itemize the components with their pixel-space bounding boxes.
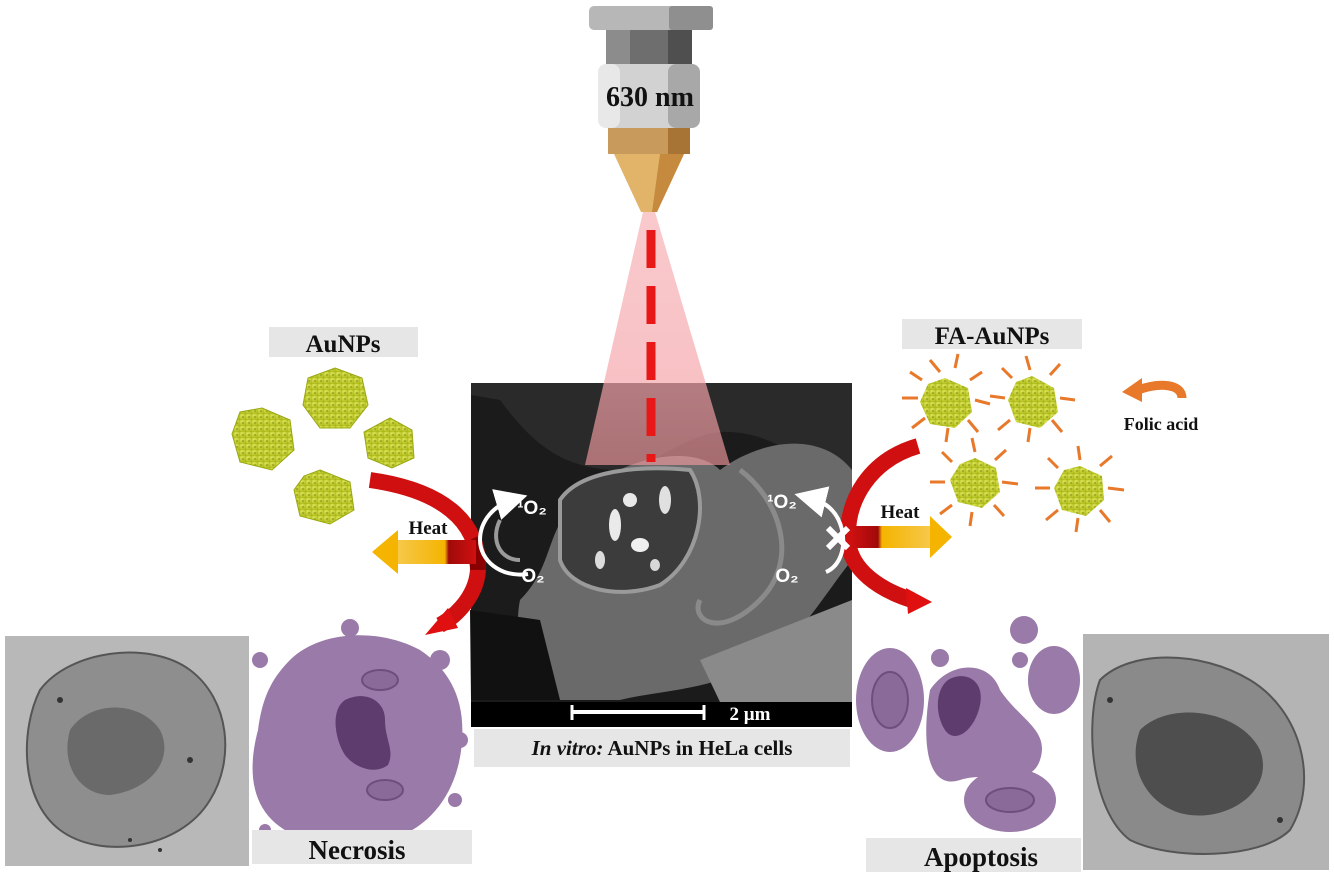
left-heat-arrow (372, 530, 476, 574)
aunps-label: AuNPs (305, 331, 380, 358)
right-oxygen-label: O₂ (775, 566, 798, 587)
apoptosis-tem-photo (1083, 634, 1329, 870)
laser-device (589, 6, 713, 212)
fa-aunps-label: FA-AuNPs (935, 323, 1050, 350)
folic-acid-label: Folic acid (1124, 414, 1199, 434)
left-ros-arrow (477, 489, 529, 577)
caption-box (474, 729, 850, 767)
left-singlet-oxygen-label: ¹O₂ (517, 498, 547, 519)
necrosis-label-box (252, 830, 472, 864)
tem-caption-rest: AuNPs in HeLa cells (603, 736, 792, 760)
fa-aunps-label-box (902, 319, 1082, 349)
scale-bar (570, 705, 706, 720)
right-heat-label: Heat (880, 502, 920, 523)
left-heat-label: Heat (408, 518, 448, 539)
aunp-particles-left (231, 367, 415, 525)
right-heat-arrow (850, 516, 952, 558)
tem-caption: In vitro: AuNPs in HeLa cells (531, 736, 793, 760)
laser-beam (585, 212, 730, 465)
aunps-label-box (269, 327, 418, 357)
folic-acid-arrow (1122, 378, 1187, 402)
necrosis-cell-illustration (252, 619, 468, 846)
apoptosis-label: Apoptosis (924, 842, 1038, 872)
blocked-x-icon (825, 525, 851, 551)
fa-aunp-particles-right (902, 353, 1125, 533)
scale-bar-label: 2 µm (729, 704, 770, 725)
tem-caption-italic: In vitro: (531, 736, 604, 760)
right-singlet-oxygen-label: ¹O₂ (767, 492, 797, 513)
apoptosis-cell-illustration (856, 616, 1080, 832)
apoptosis-label-box (866, 838, 1081, 872)
left-oxygen-label: O₂ (521, 566, 544, 587)
laser-wavelength-label: 630 nm (606, 82, 694, 113)
necrosis-tem-photo (5, 636, 249, 866)
right-process-arrow (839, 438, 932, 614)
necrosis-label: Necrosis (309, 835, 406, 865)
tem-image (470, 383, 852, 727)
